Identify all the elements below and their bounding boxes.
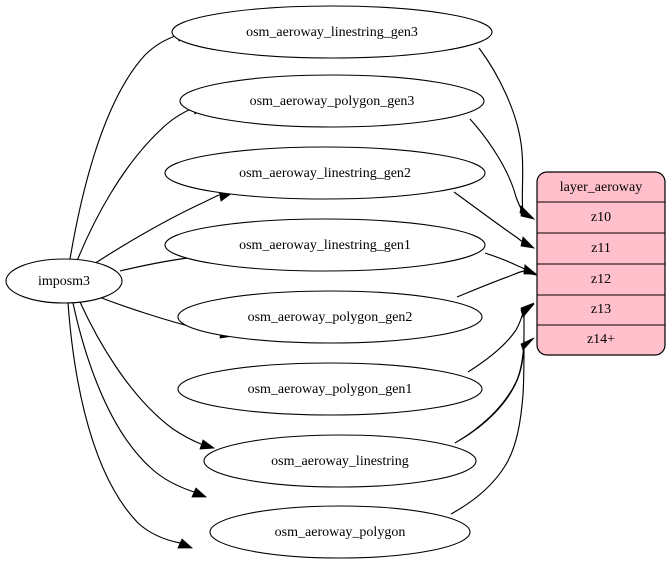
table-row-z11-label: z11	[591, 241, 611, 256]
node-osm_aeroway_linestring-shape[interactable]	[203, 434, 477, 488]
node-osm_aeroway_linestring-label: osm_aeroway_linestring	[271, 454, 409, 469]
table-row-z10-label: z10	[591, 210, 611, 225]
edge-imposm3-to-osm_aeroway_linestring	[72, 302, 208, 498]
table-row-z13-label: z13	[591, 302, 611, 317]
node-imposm3[interactable]: imposm3	[5, 258, 123, 304]
node-osm_aeroway_linestring[interactable]: osm_aeroway_linestring	[203, 434, 477, 488]
edge-osm_aeroway_polygon_gen3-to-z10	[469, 118, 536, 220]
node-osm_aeroway_linestring_gen3-label: osm_aeroway_linestring_gen3	[246, 25, 418, 40]
node-osm_aeroway_polygon[interactable]: osm_aeroway_polygon	[209, 505, 471, 559]
table-row-z10-cell[interactable]	[537, 201, 665, 234]
table-outer-border	[536, 171, 666, 356]
node-osm_aeroway_polygon_gen3[interactable]: osm_aeroway_polygon_gen3	[179, 74, 485, 128]
node-osm_aeroway_polygon-shape[interactable]	[209, 505, 471, 559]
node-osm_aeroway_polygon_gen1[interactable]: osm_aeroway_polygon_gen1	[177, 362, 483, 416]
table-row-z12-cell[interactable]	[537, 263, 665, 296]
node-osm_aeroway_linestring_gen2[interactable]: osm_aeroway_linestring_gen2	[164, 146, 486, 200]
table-header-label: layer_aeroway	[560, 180, 642, 195]
node-osm_aeroway_linestring_gen3-shape[interactable]	[171, 5, 493, 59]
table-row-z11-cell[interactable]	[537, 232, 665, 265]
node-osm_aeroway_polygon_gen3-label: osm_aeroway_polygon_gen3	[250, 94, 415, 109]
node-osm_aeroway_polygon_gen2-label: osm_aeroway_polygon_gen2	[248, 310, 413, 325]
node-osm_aeroway_linestring_gen2-shape[interactable]	[164, 146, 486, 200]
table-row-z14plus-cell[interactable]	[537, 324, 665, 355]
node-osm_aeroway_polygon_gen3-shape[interactable]	[179, 74, 485, 128]
edge-group-nodes-to-table	[450, 47, 538, 515]
edge-imposm3-to-osm_aeroway_linestring_gen3	[69, 30, 193, 260]
node-osm_aeroway_linestring_gen1-label: osm_aeroway_linestring_gen1	[239, 238, 411, 253]
table-row-z14plus-label: z14+	[587, 332, 615, 347]
node-osm_aeroway_polygon_gen1-label: osm_aeroway_polygon_gen1	[248, 382, 413, 397]
node-osm_aeroway_polygon_gen2[interactable]: osm_aeroway_polygon_gen2	[177, 290, 483, 344]
node-osm_aeroway_linestring_gen3[interactable]: osm_aeroway_linestring_gen3	[171, 5, 493, 59]
edge-osm_aeroway_linestring-secondary-z14plus	[459, 339, 525, 441]
node-imposm3-label: imposm3	[38, 274, 90, 289]
node-osm_aeroway_polygon-label: osm_aeroway_polygon	[275, 525, 406, 540]
node-layer_aeroway-table[interactable]: layer_aeroway z10 z11 z12 z13 z14+	[536, 171, 666, 356]
edge-imposm3-to-osm_aeroway_polygon	[67, 302, 194, 549]
node-osm_aeroway_polygon_gen2-shape[interactable]	[177, 290, 483, 344]
node-osm_aeroway_polygon_gen1-shape[interactable]	[177, 362, 483, 416]
edge-osm_aeroway_linestring_gen3-to-z10	[478, 47, 534, 219]
node-osm_aeroway_linestring_gen1-shape[interactable]	[164, 218, 486, 272]
table-row-z13-cell[interactable]	[537, 294, 665, 326]
edge-imposm3-to-osm_aeroway_polygon_gen1	[79, 301, 216, 450]
node-osm_aeroway_linestring_gen2-label: osm_aeroway_linestring_gen2	[239, 166, 411, 181]
edge-osm_aeroway_linestring_gen2-to-z11	[453, 191, 536, 249]
table-row-z12-label: z12	[591, 272, 611, 287]
node-imposm3-shape[interactable]	[5, 258, 123, 304]
edge-osm_aeroway_polygon_gen2-to-z12	[456, 264, 538, 298]
node-osm_aeroway_linestring_gen1[interactable]: osm_aeroway_linestring_gen1	[164, 218, 486, 272]
